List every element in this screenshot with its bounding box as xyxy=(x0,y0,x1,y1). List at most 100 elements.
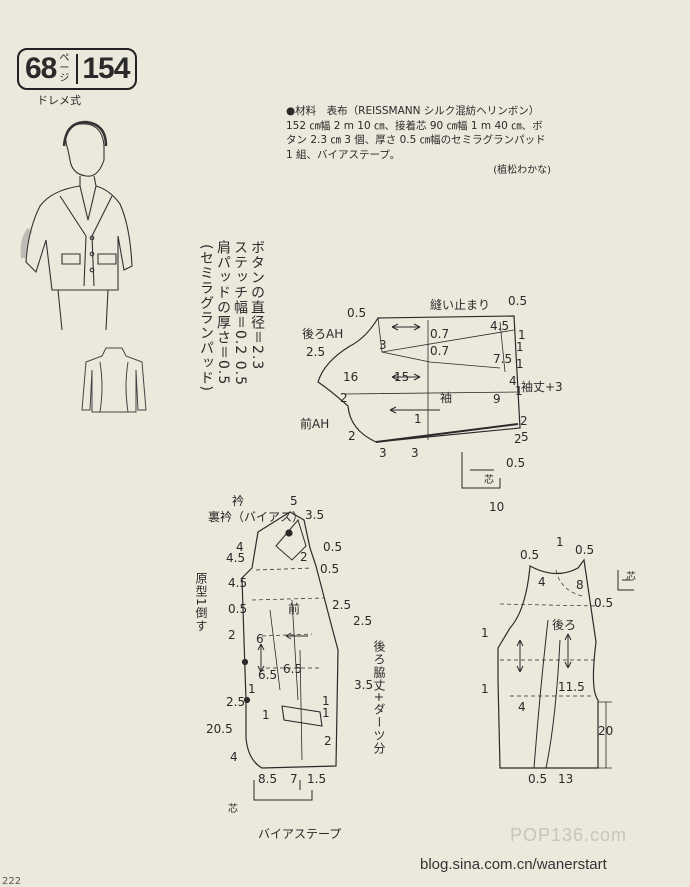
back-num: 13 xyxy=(558,772,574,786)
bias-tape-label: バイアステープ xyxy=(258,827,342,841)
front-num: 2 xyxy=(324,734,332,748)
sleeve-pattern xyxy=(317,315,521,489)
sleeve-num: 3 xyxy=(379,338,387,352)
pattern-number: 154 xyxy=(82,52,130,85)
front-num: 2 xyxy=(228,628,236,642)
front-label: 前 xyxy=(288,602,301,616)
back-interfacing-label: 芯 xyxy=(626,572,636,583)
sleeve-num: 4.5 xyxy=(490,319,510,333)
materials-text: ●材料 表布（REISSMANN シルク混紡ヘリンボン）152 ㎝幅 2 m 1… xyxy=(286,105,546,161)
back-num: 20 xyxy=(598,724,614,738)
front-num: 4.5 xyxy=(228,576,248,590)
sleeve-num: 0.5 xyxy=(506,456,526,470)
sleeve-num: 0.7 xyxy=(430,327,450,341)
back-num: 0.5 xyxy=(594,596,614,610)
front-num: 1.5 xyxy=(307,772,327,786)
sleeve-num: 2 xyxy=(340,391,348,405)
front-interfacing-label: 芯 xyxy=(228,804,238,815)
drafting-style: ドレメ式 xyxy=(37,94,81,107)
front-num: 2.5 xyxy=(353,614,373,628)
page-badge: 68 ページ 154 xyxy=(17,48,138,90)
front-num: 4 xyxy=(230,750,238,764)
sleeve-num: 1 xyxy=(518,328,526,342)
front-num: 1 xyxy=(248,682,256,696)
sleeve-tack-label: 縫い止まり xyxy=(430,298,491,312)
back-num: 0.5 xyxy=(575,543,595,557)
sleeve-num: 4 xyxy=(509,374,517,388)
model-illustration xyxy=(20,120,133,331)
spec-pad-thickness: 肩パッドの厚さ＝0.5 xyxy=(215,240,231,386)
front-num: 6 xyxy=(256,632,264,646)
back-num: 4 xyxy=(538,575,546,589)
spec-button-diameter: ボタンの直径＝2.3 xyxy=(249,240,265,371)
sleeve-back-ah-label: 後ろAH xyxy=(302,327,344,341)
sleeve-num: 2 xyxy=(514,432,522,446)
sleeve-num: 0.7 xyxy=(430,344,450,358)
sleeve-num: 9 xyxy=(493,392,501,406)
badge-divider xyxy=(76,54,79,84)
sleeve-num: 15 xyxy=(394,370,410,384)
front-num: 0.5 xyxy=(228,602,248,616)
back-view-illustration xyxy=(81,347,147,413)
sleeve-num: 16 xyxy=(343,370,359,384)
sleeve-num: 1 xyxy=(515,384,523,398)
sleeve-num: 2 xyxy=(348,429,356,443)
front-num: 3.5 xyxy=(354,678,374,692)
sleeve-front-ah-label: 前AH xyxy=(300,417,330,431)
spec-stitch-width: ステッチ幅＝0.2 0.5 xyxy=(232,240,248,386)
sleeve-num: 1 xyxy=(516,340,524,354)
sleeve-num: 2.5 xyxy=(306,345,326,359)
back-num: 1 xyxy=(556,535,564,549)
sleeve-num: 0.5 xyxy=(508,294,528,308)
front-num: 1 xyxy=(322,706,330,720)
side-dart-label: 後ろ脇丈+ダーツ分 xyxy=(372,640,386,756)
page-header: 68 ページ 154 ドレメ式 xyxy=(17,48,138,108)
back-num: 1 xyxy=(481,626,489,640)
sleeve-num: 0.5 xyxy=(347,306,367,320)
front-num: 2 xyxy=(300,550,308,564)
sleeve-label: 袖 xyxy=(440,391,453,405)
front-num: 0.5 xyxy=(320,562,340,576)
front-num: 8.5 xyxy=(258,772,278,786)
back-label: 後ろ xyxy=(552,618,577,632)
front-num: 2.5 xyxy=(226,695,246,709)
sleeve-num: 1 xyxy=(516,357,524,371)
front-num: 1 xyxy=(262,708,270,722)
back-num: 1 xyxy=(481,682,489,696)
page-footer-number: 222 xyxy=(2,876,22,887)
front-num: 5 xyxy=(290,494,298,508)
sleeve-length-label: 袖丈+3 xyxy=(521,380,563,394)
sleeve-num: 10 xyxy=(489,500,505,514)
front-num: 4 xyxy=(236,540,244,554)
sleeve-num: 2 xyxy=(520,414,528,428)
back-num: 4 xyxy=(518,700,526,714)
sleeve-num: 3 xyxy=(379,446,387,460)
front-num: 20.5 xyxy=(206,722,233,736)
spec-pad-type: (セミラグランパッド) xyxy=(198,244,214,392)
under-collar-label: 裏衿（バイアス） xyxy=(208,510,305,524)
back-num: 0.5 xyxy=(528,772,548,786)
collar-label: 衿 xyxy=(232,494,245,508)
back-pattern xyxy=(497,558,634,769)
back-num: 11.5 xyxy=(558,680,585,694)
front-num: 1 xyxy=(322,694,330,708)
sleeve-num: 7.5 xyxy=(493,352,513,366)
front-num: 3.5 xyxy=(305,508,325,522)
materials-block: ●材料 表布（REISSMANN シルク混紡ヘリンボン）152 ㎝幅 2 m 1… xyxy=(286,104,551,179)
front-pattern xyxy=(241,511,339,801)
sleeve-num: 1 xyxy=(414,412,422,426)
front-num: 0.5 xyxy=(323,540,343,554)
front-num: 6.5 xyxy=(283,662,303,676)
front-num: 6.5 xyxy=(258,668,278,682)
sleeve-num: 5 xyxy=(521,430,529,444)
sleeve-num: 3 xyxy=(411,446,419,460)
front-num: 2.5 xyxy=(332,598,352,612)
original-tilt-label: 原型1倒す xyxy=(194,572,208,633)
watermark-logo: POP136.com xyxy=(510,825,628,845)
back-num: 0.5 xyxy=(520,548,540,562)
sleeve-interfacing-label: 芯 xyxy=(484,475,494,486)
watermark-blog-url: blog.sina.com.cn/wanerstart xyxy=(420,856,607,873)
designer-credit: (植松わかな) xyxy=(493,165,551,176)
